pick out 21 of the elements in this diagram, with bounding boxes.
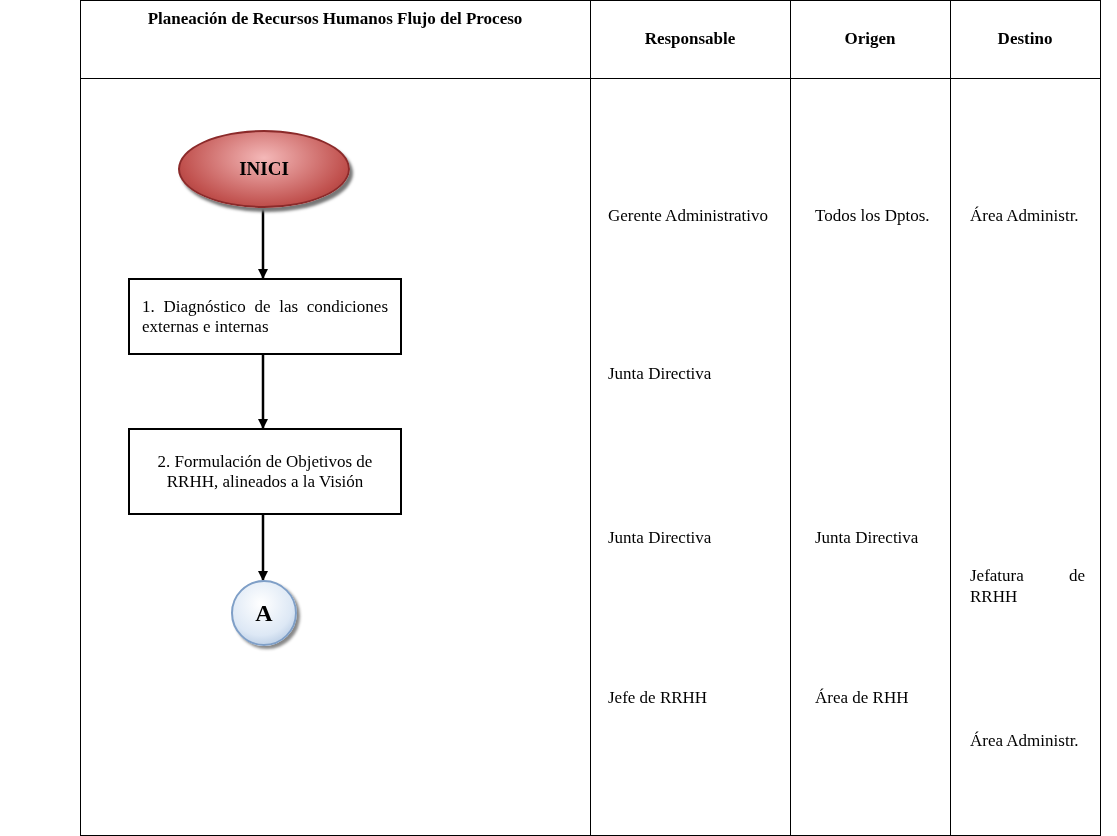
table-cell-text: Junta Directiva [608, 527, 713, 548]
column-header: Responsable [643, 28, 737, 49]
table-cell-text: Área de RHH [815, 687, 910, 708]
table-cell-text: Área Administr. [970, 730, 1080, 751]
table-cell-text: Área Administr. [970, 205, 1080, 226]
table-cell-text: Gerente Administrativo [608, 205, 770, 226]
start-oval: INICI [178, 130, 350, 208]
arrow [258, 208, 268, 279]
arrow [258, 515, 268, 581]
table-cell-text: Junta Directiva [608, 363, 713, 384]
table-cell-text: Todos los Dptos. [815, 205, 930, 226]
process-box: 2. Formulación de Objetivos de RRHH, alineados a la Visión [128, 428, 402, 515]
column-header: Planeación de Recursos Humanos Flujo del Proceso [146, 8, 524, 29]
table-cell-text: Junta Directiva [815, 527, 920, 548]
process-box: 1. Diagnóstico de las condiciones externas e internas [128, 278, 402, 355]
table-cell-text: Jefe de RRHH [608, 687, 709, 708]
column-header: Origen [843, 28, 897, 49]
arrow [258, 355, 268, 429]
connector-circle: A [231, 580, 297, 646]
table-cell-text: Jefatura de RRHH [970, 565, 1085, 607]
column-header: Destino [996, 28, 1054, 49]
